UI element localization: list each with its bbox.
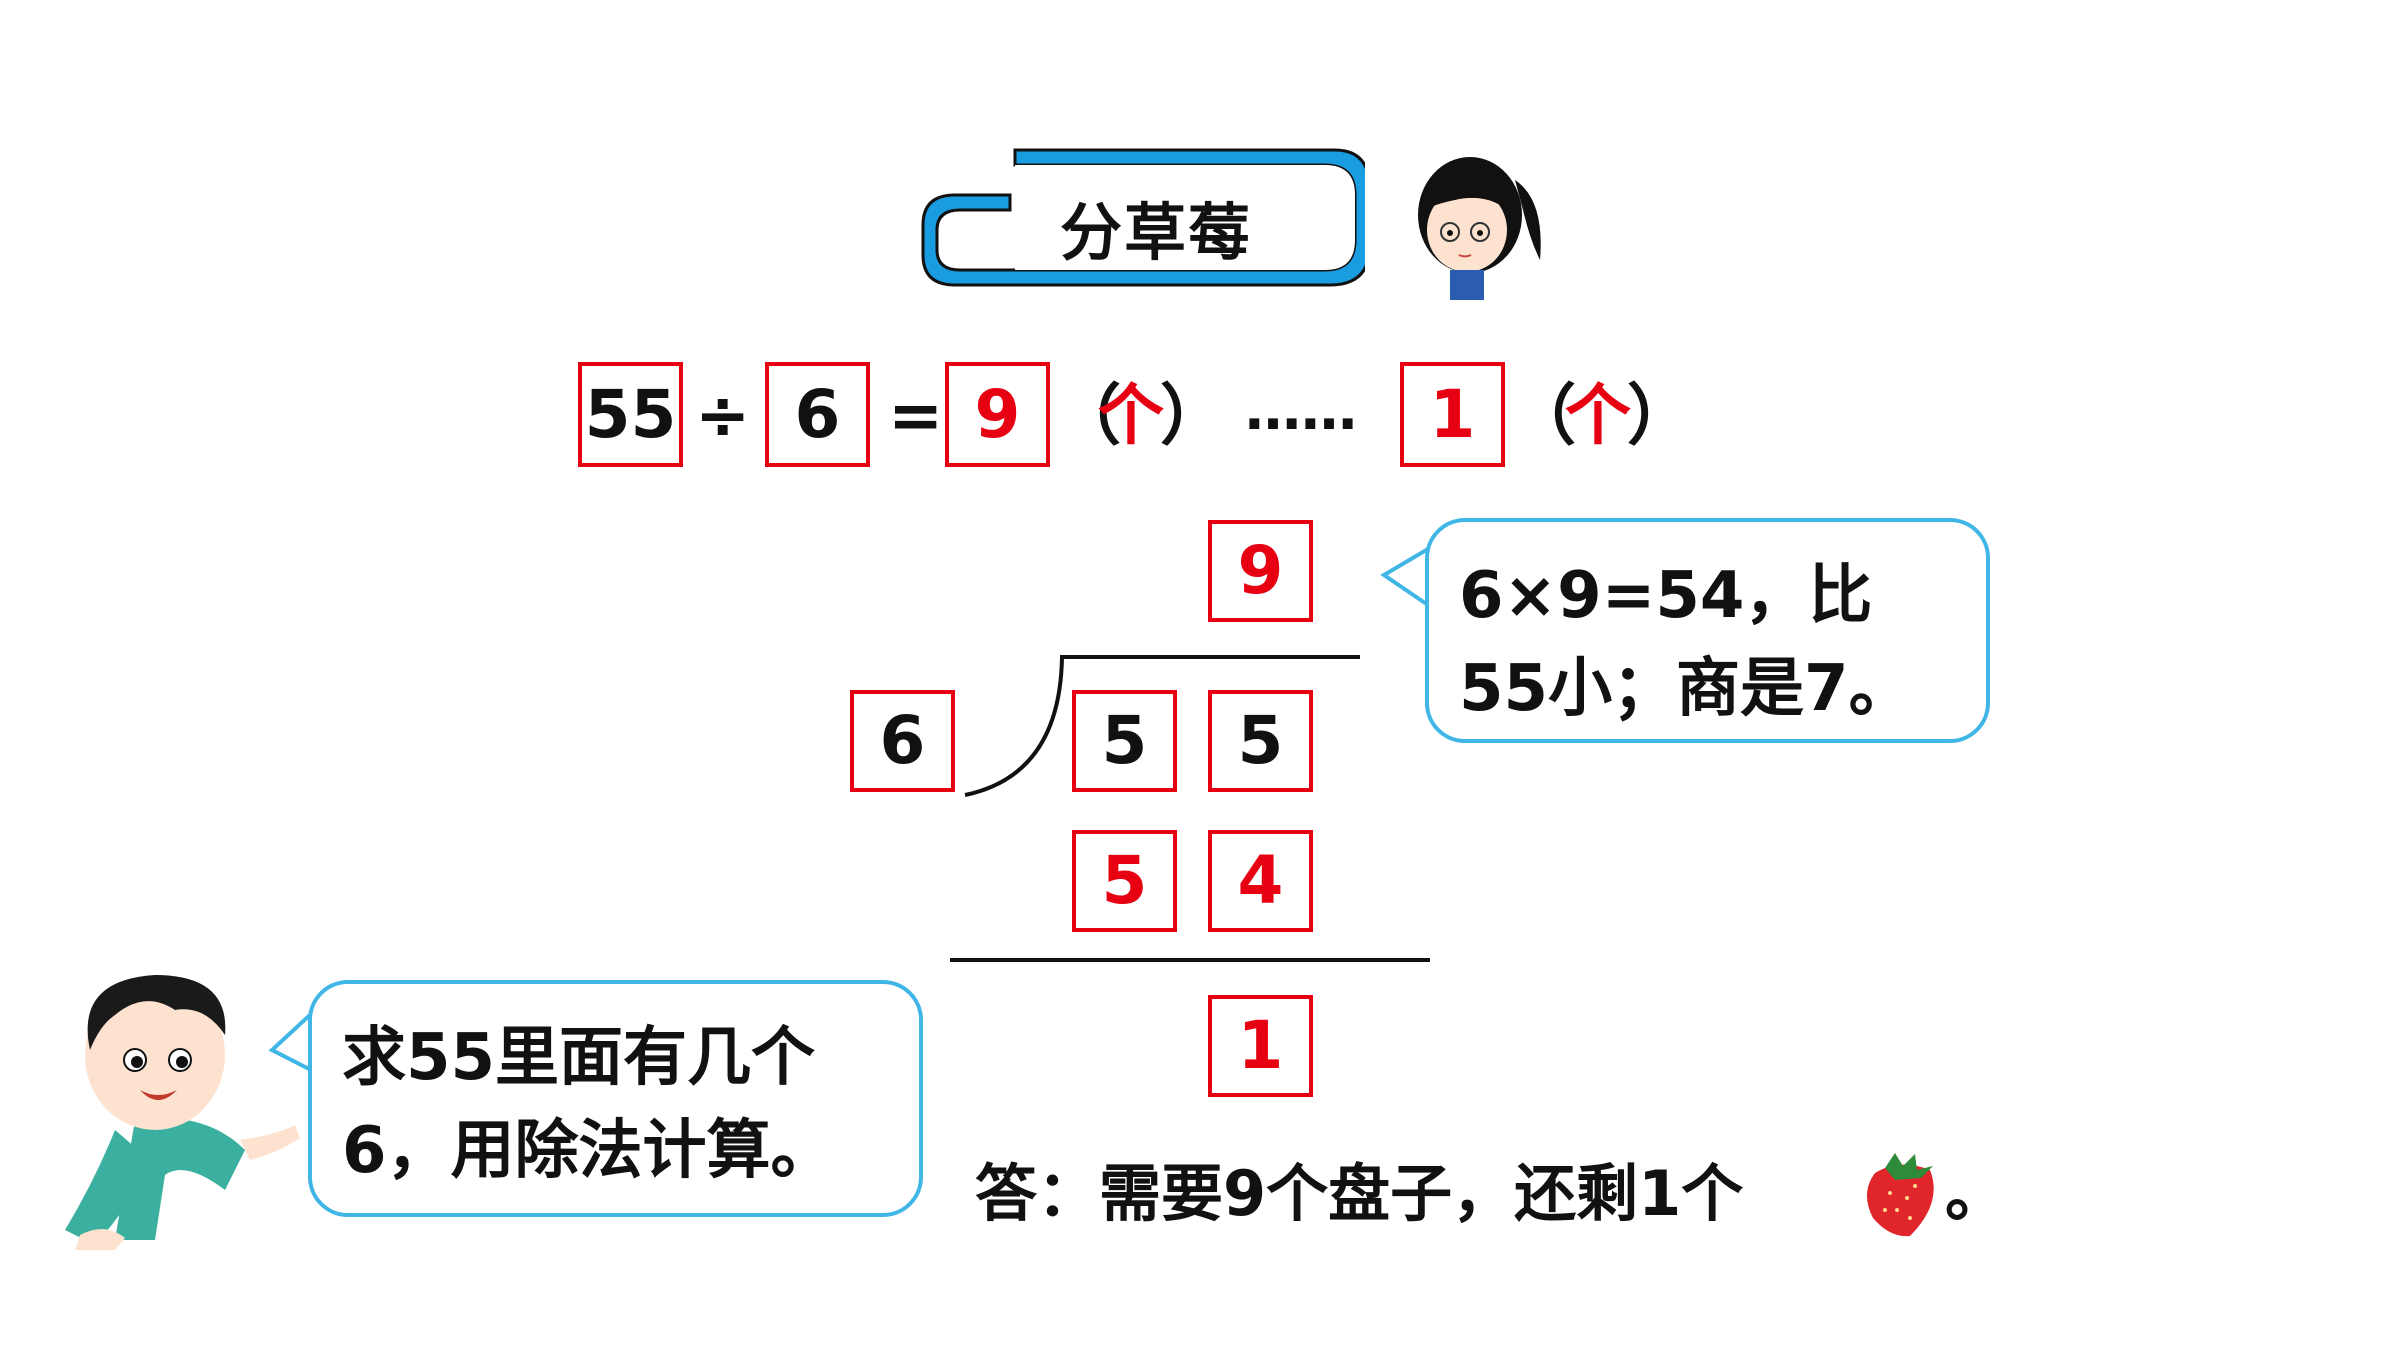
unit1-open: （ [1055,377,1121,454]
bubble-right-tail [1380,547,1430,607]
ellipsis: …… [1245,378,1357,443]
long-division-remainder: 1 [1208,995,1313,1097]
girl-avatar [1395,140,1555,300]
hint-bubble-right: 6×9=54，比 55小；商是7。 [1425,518,1990,743]
dividend-tens-digit: 5 [1072,690,1177,792]
equation-dividend: 55 [578,362,683,467]
bubble-left-tail [268,1012,313,1072]
equation-remainder: 1 [1400,362,1505,467]
hint-line-1: 6×9=54，比 [1459,559,1873,633]
boy-character [55,960,315,1250]
unit2-close: ） [1627,377,1693,454]
subtraction-line [950,958,1430,962]
division-sign: ÷ [695,377,751,454]
strawberry [1855,1148,1945,1240]
long-division-divisor: 6 [850,690,955,792]
dividend-ones-digit: 5 [1208,690,1313,792]
unit2-open: （ [1510,377,1576,454]
equation-divisor: 6 [765,362,870,467]
product-ones-digit: 4 [1208,830,1313,932]
hint-line-2: 55小；商是7。 [1459,651,1913,726]
strawberry-icon [1866,1153,1934,1237]
answer-text: 答：需要9个盘子，还剩1个 [975,1157,1744,1230]
girl-avatar-icon [1418,157,1541,300]
page-title: 分草莓 [1060,196,1253,269]
answer-period: 。 [1945,1157,2008,1230]
equals-sign: = [888,377,944,454]
long-division-quotient: 9 [1208,520,1313,622]
product-tens-digit: 5 [1072,830,1177,932]
division-bar [1060,655,1360,659]
reason-line-2: 6，用除法计算。 [342,1113,835,1188]
reason-line-1: 求55里面有几个 [342,1021,816,1095]
boy-pointing-icon [65,975,300,1250]
unit1-close: ） [1160,377,1226,454]
equation-quotient: 9 [945,362,1050,467]
unit2: 个 [1565,377,1631,454]
division-bracket [964,656,1064,797]
unit1: 个 [1098,377,1164,454]
hint-bubble-left: 求55里面有几个 6，用除法计算。 [308,980,923,1217]
title-banner: 分草莓 [915,140,1372,295]
